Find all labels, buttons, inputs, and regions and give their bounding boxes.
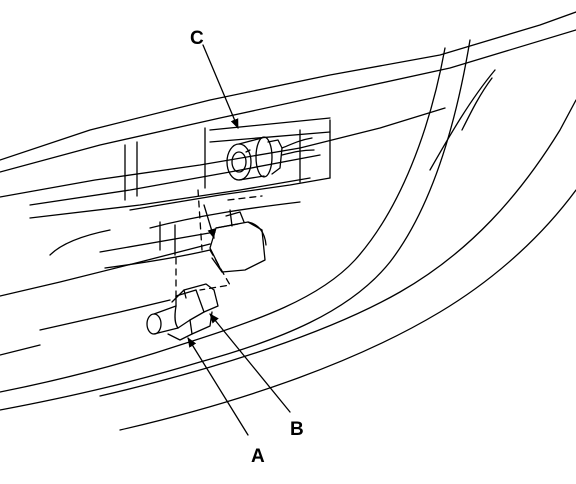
- bumper-outline: [0, 11, 576, 431]
- callout-label-c: C: [190, 28, 204, 49]
- alignment-guides: [175, 189, 263, 301]
- socket-bracket: [209, 209, 267, 273]
- bulb-socket-c: [226, 136, 315, 181]
- callout-label-a: A: [251, 446, 265, 467]
- leader-lines: [187, 44, 291, 436]
- lamp-housing: [99, 117, 331, 269]
- bulb-assembly-a-b: [146, 283, 219, 341]
- callout-label-b: B: [290, 419, 304, 440]
